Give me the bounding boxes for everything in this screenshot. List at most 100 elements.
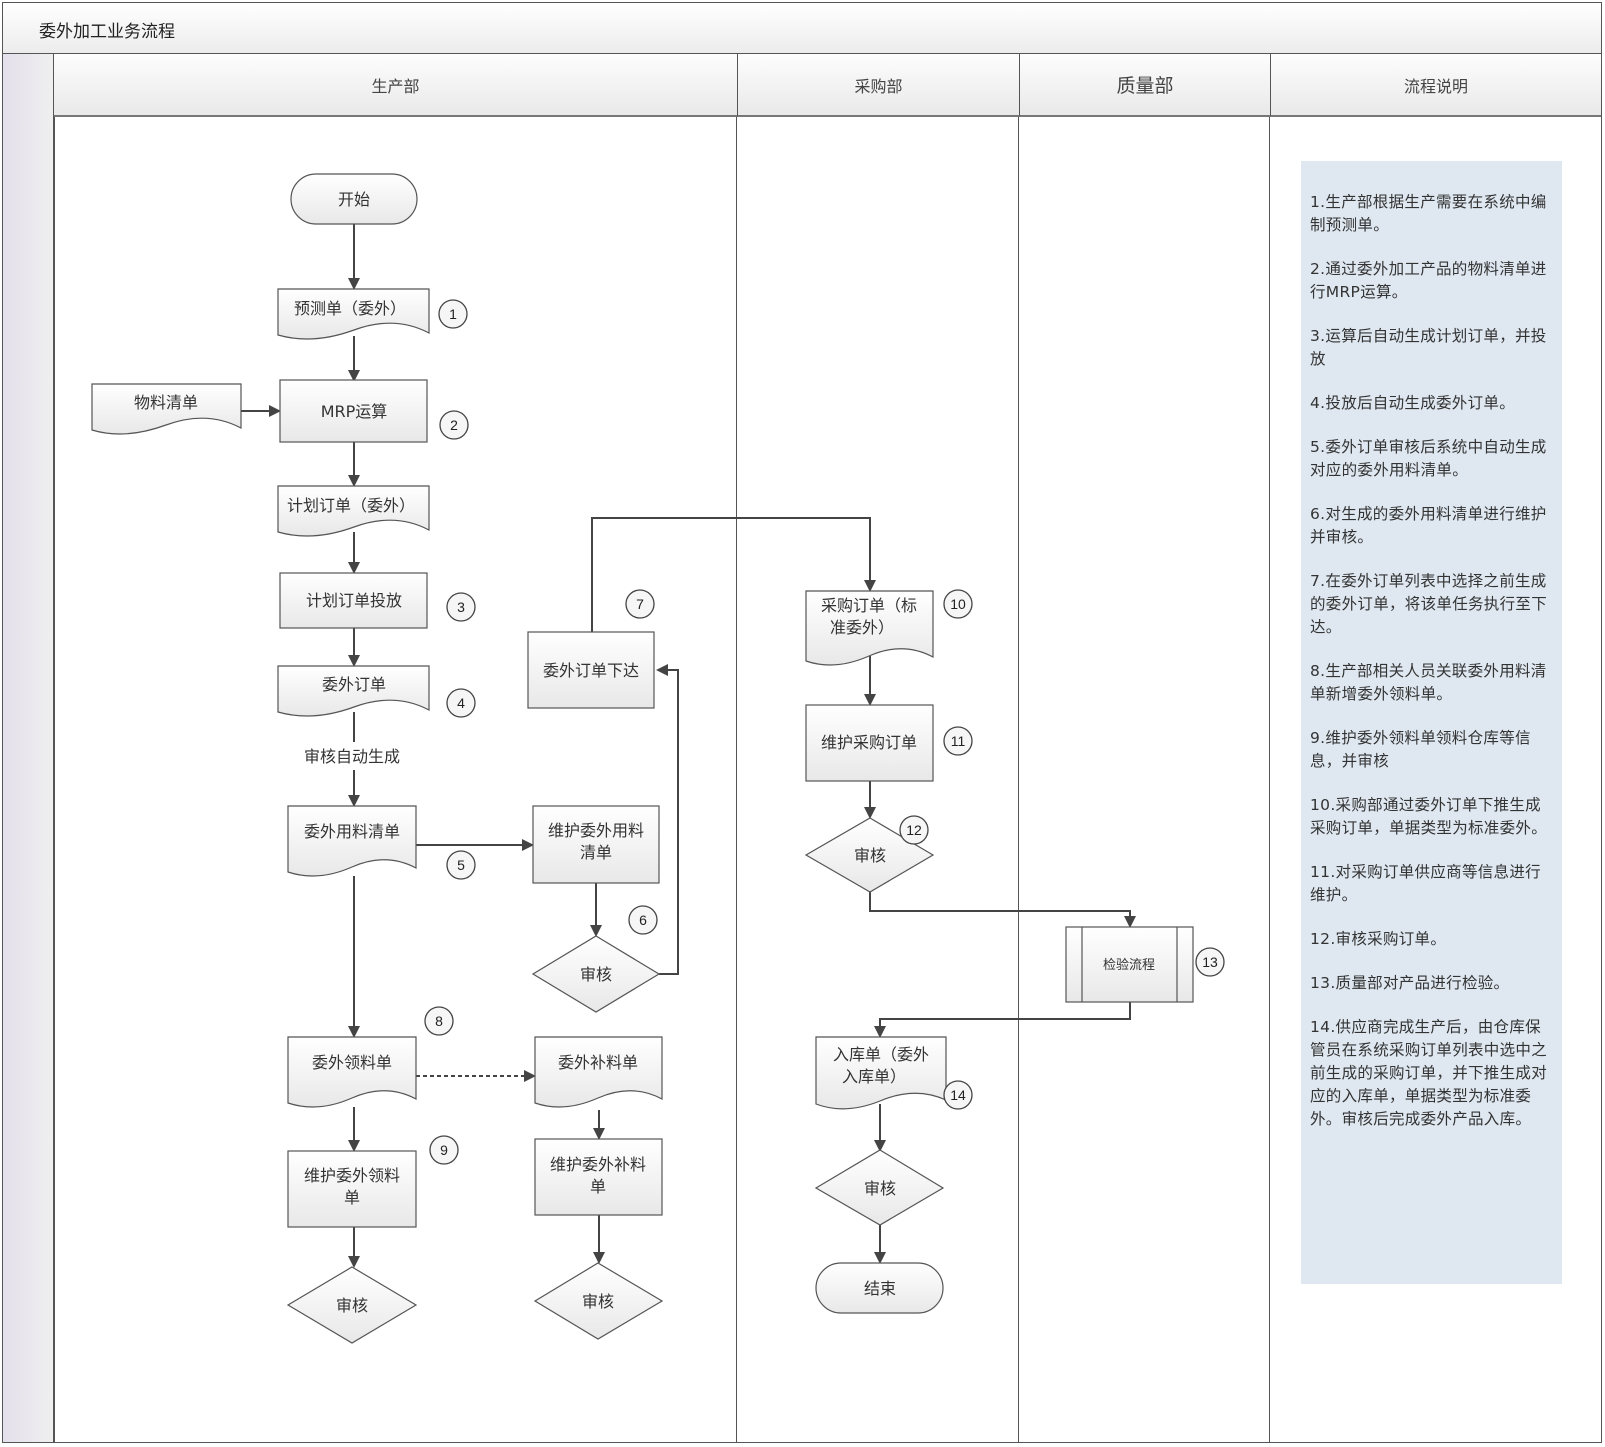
document-forecast: 预测单（委外） [277, 288, 430, 340]
decision-audit-inbound: 审核 [814, 1149, 945, 1226]
step-number-badge: 14 [943, 1080, 973, 1110]
svg-text:8: 8 [435, 1013, 443, 1029]
lane-divider [1018, 117, 1019, 1442]
lane-header-production: 生产部 [54, 54, 738, 117]
lane-divider [54, 117, 55, 1442]
audit-pick-label: 审核 [336, 1296, 368, 1315]
description-step: 14.供应商完成生产后，由仓库保管员在系统采购订单列表中选中之前生成的采购订单，… [1310, 1018, 1548, 1128]
document-sub-bom: 委外用料清单 [287, 805, 417, 877]
svg-text:6: 6 [639, 912, 647, 928]
description-step: 5.委外订单审核后系统中自动生成对应的委外用料清单。 [1310, 438, 1547, 479]
connector-arrow [874, 1002, 1131, 1038]
step-number-badge: 9 [429, 1135, 459, 1165]
connector-arrow [869, 892, 1136, 928]
sub-release-label: 委外订单下达 [543, 661, 639, 680]
bom-label: 物料清单 [134, 393, 198, 412]
inspect-label: 检验流程 [1103, 957, 1155, 973]
step-number-badge: 12 [899, 815, 929, 845]
connector-arrow [656, 664, 679, 975]
maint-supp-label-line1: 维护委外补料 [550, 1155, 646, 1174]
document-bom: 物料清单 [91, 383, 242, 435]
process-description-panel: 1.生产部根据生产需要在系统中编制预测单。 2.通过委外加工产品的物料清单进行M… [1301, 161, 1562, 1284]
process-plan-release: 计划订单投放 [279, 572, 428, 629]
description-step: 7.在委外订单列表中选择之前生成的委外订单，将该单任务执行至下达。 [1310, 572, 1548, 636]
step-number-badge: 10 [943, 589, 973, 619]
svg-text:4: 4 [457, 695, 465, 711]
process-maintain-supplement-list: 维护委外补料 单 [534, 1138, 663, 1216]
description-step: 8.生产部相关人员关联委外用料清单新增委外领料单。 [1310, 662, 1547, 703]
pick-list-label: 委外领料单 [312, 1053, 392, 1072]
document-inbound: 入库单（委外 入库单） [815, 1036, 947, 1110]
document-sub-order: 委外订单 [277, 665, 430, 717]
maint-po-label: 维护采购订单 [821, 733, 917, 752]
document-supplement-list: 委外补料单 [534, 1036, 663, 1108]
process-maintain-purchase-order: 维护采购订单 [805, 704, 934, 782]
process-maintain-sub-bom: 维护委外用料 清单 [532, 805, 660, 884]
lane-divider [1269, 117, 1270, 1442]
description-step: 2.通过委外加工产品的物料清单进行MRP运算。 [1310, 260, 1547, 301]
sub-order-label: 委外订单 [322, 675, 386, 694]
description-step: 6.对生成的委外用料清单进行维护并审核。 [1310, 505, 1547, 546]
svg-text:9: 9 [440, 1142, 448, 1158]
description-step: 10.采购部通过委外订单下推生成采购订单，单据类型为标准委外。 [1310, 796, 1548, 837]
description-step: 12.审核采购订单。 [1310, 930, 1447, 948]
step-number-badge: 11 [943, 726, 973, 756]
audit-supp-label: 审核 [582, 1292, 614, 1311]
connectors [241, 224, 1136, 1268]
description-step: 4.投放后自动生成委外订单。 [1310, 394, 1515, 412]
mrp-label: MRP运算 [321, 402, 388, 421]
maint-sub-bom-label-line2: 清单 [580, 843, 612, 862]
svg-text:5: 5 [457, 857, 465, 873]
po-label-line1: 采购订单（标 [821, 596, 917, 615]
svg-text:14: 14 [950, 1087, 966, 1103]
description-step: 9.维护委外领料单领料仓库等信息，并审核 [1310, 729, 1531, 770]
process-sub-order-release: 委外订单下达 [527, 631, 655, 709]
process-maintain-pick-list: 维护委外领料 单 [287, 1150, 417, 1228]
auto-generate-label: 审核自动生成 [304, 747, 400, 766]
po-label-line2: 准委外） [830, 618, 894, 637]
predefined-process-inspection: 检验流程 [1065, 926, 1194, 1003]
lane-header-description: 流程说明 [1271, 54, 1601, 117]
decision-audit-supplement-list: 审核 [533, 1262, 664, 1340]
document-pick-list: 委外领料单 [287, 1036, 417, 1108]
lane-header-quality: 质量部 [1020, 54, 1271, 117]
svg-text:1: 1 [449, 306, 457, 322]
document-plan-order: 计划订单（委外） [277, 485, 430, 537]
step-number-badge: 7 [625, 589, 655, 619]
decision-audit-pick-list: 审核 [286, 1266, 418, 1344]
description-step: 13.质量部对产品进行检验。 [1310, 974, 1510, 992]
svg-text:11: 11 [951, 733, 966, 749]
step-number-badge: 2 [439, 410, 469, 440]
plan-release-label: 计划订单投放 [306, 591, 402, 610]
step-number-badge: 6 [628, 905, 658, 935]
end-label: 结束 [864, 1279, 896, 1298]
audit-label: 审核 [580, 965, 612, 984]
step-number-badge: 1 [438, 299, 468, 329]
maint-sub-bom-label-line1: 维护委外用料 [548, 821, 644, 840]
maint-supp-label-line2: 单 [590, 1177, 606, 1196]
audit-inbound-label: 审核 [864, 1179, 896, 1198]
decision-audit-sub-bom: 审核 [531, 935, 661, 1013]
svg-text:2: 2 [450, 417, 458, 433]
description-step: 3.运算后自动生成计划订单，并投放 [1310, 327, 1547, 368]
connector-arrow [591, 517, 876, 633]
svg-text:12: 12 [906, 822, 922, 838]
audit-po-label: 审核 [854, 846, 886, 865]
title-bar: 委外加工业务流程 [3, 3, 1601, 54]
description-step: 11.对采购订单供应商等信息进行维护。 [1310, 863, 1541, 904]
step-number-badge: 13 [1195, 947, 1225, 977]
start-terminator: 开始 [290, 173, 418, 225]
svg-text:13: 13 [1202, 954, 1218, 970]
end-terminator: 结束 [815, 1262, 944, 1314]
step-number-badge: 8 [424, 1006, 454, 1036]
lane-header-purchasing: 采购部 [738, 54, 1020, 117]
description-step: 1.生产部根据生产需要在系统中编制预测单。 [1310, 193, 1547, 234]
plan-order-label: 计划订单（委外） [287, 496, 415, 515]
step-number-badge: 3 [446, 592, 476, 622]
start-label: 开始 [338, 190, 370, 209]
step-number-badge: 4 [446, 688, 476, 718]
sub-bom-label: 委外用料清单 [304, 822, 400, 841]
maint-pick-label-line1: 维护委外领料 [304, 1166, 400, 1185]
